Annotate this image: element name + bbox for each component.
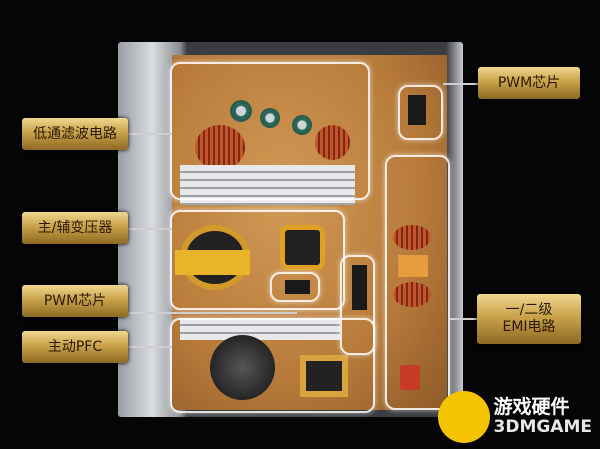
pointer-line (127, 312, 297, 314)
label-low-pass-filter: 低通滤波电路 (22, 118, 128, 150)
emi-coil (393, 225, 431, 250)
label-emi-line2: EMI电路 (502, 319, 556, 335)
label-active-pfc: 主动PFC (22, 331, 128, 363)
emi-coil (393, 282, 431, 307)
pfc-inductor (300, 355, 348, 397)
label-pwm-chip-left: PWM芯片 (22, 285, 128, 317)
highlight-emi (385, 155, 450, 410)
pointer-line (127, 133, 172, 135)
pointer-line (443, 83, 478, 85)
pwm-chip (285, 280, 310, 294)
x-capacitor (398, 255, 428, 277)
pwm-chip (352, 265, 367, 310)
highlight-low-pass (170, 62, 370, 200)
pointer-line (127, 346, 172, 348)
highlight-pwm-right (398, 85, 443, 140)
label-emi-line1: 一/二级 (505, 302, 553, 318)
watermark: 游戏硬件 3DMGAME (437, 391, 593, 443)
watermark-line2: 3DMGAME (493, 417, 593, 437)
duck-logo-icon (437, 391, 490, 443)
highlight-pwm-left (270, 272, 320, 302)
highlight-pfc (170, 318, 375, 413)
capacitor (230, 100, 252, 122)
filter-coil (195, 125, 245, 170)
fuse (400, 365, 420, 390)
label-pwm-chip-right: PWM芯片 (478, 67, 580, 99)
aux-transformer (280, 225, 325, 270)
filter-coil (315, 125, 350, 160)
bulk-capacitor (210, 335, 275, 400)
watermark-line1: 游戏硬件 (493, 396, 570, 418)
label-emi: 一/二级 EMI电路 (477, 294, 581, 344)
highlight-pwm-mid (340, 255, 375, 355)
capacitor (292, 115, 312, 135)
heatsink (180, 318, 340, 340)
transformer-label (175, 250, 250, 275)
pointer-line (127, 228, 172, 230)
pwm-chip (408, 95, 426, 125)
pointer-line (450, 318, 478, 320)
label-transformer: 主/辅变压器 (22, 212, 128, 244)
capacitor (260, 108, 280, 128)
